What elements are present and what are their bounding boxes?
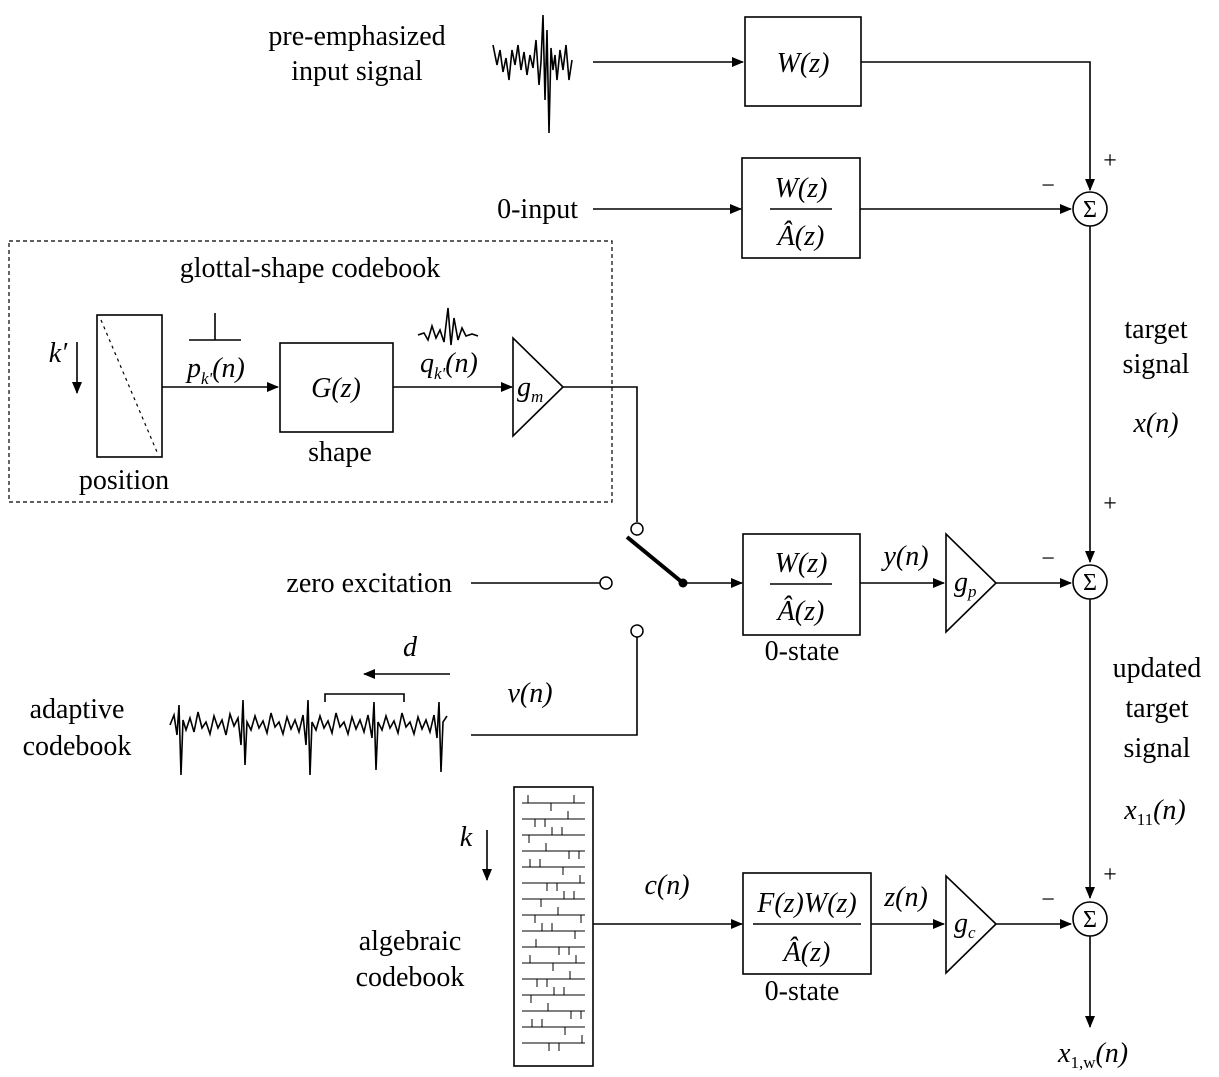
label-x-n: x(n)	[1132, 408, 1178, 439]
switch-contact-glottal	[630, 522, 644, 536]
label-y-n: y(n)	[880, 541, 928, 572]
label-updated-signal: signal	[1124, 733, 1191, 764]
label-target-signal: signal	[1123, 349, 1190, 380]
label-shape: shape	[308, 437, 372, 468]
x11-letter: x	[1123, 795, 1137, 826]
label-algebraic-codebook: codebook	[356, 962, 465, 993]
qk-symbol: qk'(n)	[420, 348, 478, 383]
label-zero-excitation: zero excitation	[286, 568, 452, 599]
pitch-bracket	[324, 693, 405, 702]
kprime-label: k′	[49, 338, 68, 369]
label-0-state-2: 0-state	[765, 976, 840, 1007]
x11-symbol: x11(n)	[1123, 795, 1185, 829]
x1w-letter: x	[1057, 1038, 1071, 1069]
label-c-n: c(n)	[644, 870, 689, 901]
gm-gain-triangle	[512, 336, 565, 438]
summer-1-plus: +	[1103, 148, 1117, 174]
gm-subscript: m	[531, 387, 543, 406]
label-0-state-1: 0-state	[765, 636, 840, 667]
gp-symbol: gp	[954, 567, 977, 601]
qk-argument: (n)	[445, 348, 478, 379]
label-v-n: v(n)	[507, 678, 552, 709]
summer-1-symbol: Σ	[1083, 197, 1097, 223]
label-k: k	[460, 822, 473, 853]
switch-contact-zero	[599, 576, 613, 590]
summer-1-minus: −	[1041, 173, 1055, 199]
qk-letter: q	[420, 348, 434, 379]
gc-gain-triangle	[945, 874, 998, 975]
algebraic-codebook-block	[513, 786, 594, 1067]
label-adaptive-codebook: codebook	[23, 731, 132, 762]
summer-2-plus: +	[1103, 491, 1117, 517]
filter3-numerator: F(z)W(z)	[756, 888, 857, 919]
gm-symbol: gm	[517, 372, 543, 406]
filter1-denominator: Â(z)	[776, 221, 825, 252]
glottal-codebook-title: glottal-shape codebook	[180, 253, 440, 284]
x11-subscript: 11	[1137, 810, 1153, 829]
input-waveform	[492, 14, 573, 134]
label-updated-target: target	[1125, 693, 1188, 724]
pk-subscript: k'	[201, 369, 213, 388]
label-position: position	[79, 465, 169, 496]
summer-3-symbol: Σ	[1083, 907, 1097, 933]
label-pre-emphasized: pre-emphasized	[268, 21, 445, 52]
filter2-numerator: W(z)	[775, 548, 828, 579]
x1w-symbol: x1,w(n)	[1057, 1038, 1128, 1072]
zero-input-filter-block	[741, 157, 861, 259]
pk-symbol: pk'(n)	[185, 353, 245, 388]
glottal-shape-codebook-frame	[8, 240, 613, 503]
position-pulses-diagonal	[100, 319, 158, 453]
pk-letter: p	[185, 353, 201, 384]
glottal-shape-waveform-icon	[417, 307, 479, 346]
summer-3-minus: −	[1041, 887, 1055, 913]
filter3-denominator: Â(z)	[782, 937, 831, 968]
switch-contact-adaptive	[630, 624, 644, 638]
label-adaptive: adaptive	[30, 694, 125, 725]
label-0-input: 0-input	[497, 194, 578, 225]
summer-2-symbol: Σ	[1083, 570, 1097, 596]
line-gm-to-switch	[563, 386, 638, 522]
x1w-subscript: 1,w	[1070, 1053, 1096, 1072]
gc-letter: g	[954, 908, 968, 939]
gc-subscript: c	[968, 923, 976, 942]
filter2-denominator: Â(z)	[776, 596, 825, 627]
gp-gain-triangle	[945, 532, 998, 634]
label-target: target	[1124, 314, 1187, 345]
line-wz-to-sum1	[861, 61, 1095, 191]
gp-subscript: p	[967, 582, 977, 601]
filter1-numerator: W(z)	[775, 173, 828, 204]
label-algebraic: algebraic	[359, 926, 462, 957]
line-adaptive-to-switch	[471, 637, 638, 736]
label-updated: updated	[1113, 653, 1202, 684]
gc-symbol: gc	[954, 908, 976, 942]
adaptive-codebook-waveform	[169, 699, 448, 776]
label-d: d	[403, 632, 418, 663]
pk-argument: (n)	[212, 353, 245, 384]
qk-subscript: k'	[434, 364, 446, 383]
switch-arm	[625, 535, 685, 585]
summer-2-minus: −	[1041, 546, 1055, 572]
gp-letter: g	[954, 567, 968, 598]
wz-label: W(z)	[777, 48, 830, 79]
summer-3-plus: +	[1103, 862, 1117, 888]
label-input-signal: input signal	[291, 56, 423, 87]
gz-label: G(z)	[311, 373, 361, 404]
x11-argument: (n)	[1153, 795, 1186, 826]
label-z-n: z(n)	[883, 882, 928, 913]
gm-letter: g	[517, 372, 531, 403]
algebraic-codebook-pulse-pattern	[522, 795, 585, 1051]
x1w-argument: (n)	[1095, 1038, 1128, 1069]
